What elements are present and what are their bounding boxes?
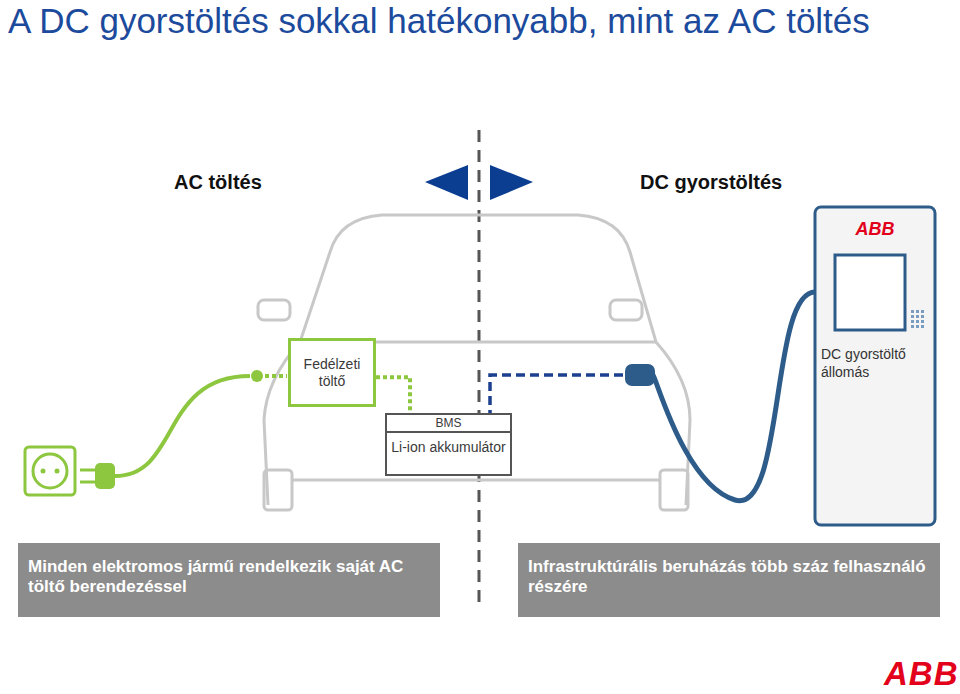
socket-plug: [25, 370, 287, 495]
node-text: ABB: [815, 219, 935, 240]
wire-segment: [653, 292, 815, 501]
node-text: Fedélzeti töltő: [304, 356, 361, 389]
node-text: Minden elektromos jármű rendelkezik sajá…: [28, 557, 403, 596]
ac-link: [376, 377, 410, 413]
car-outline: [258, 215, 690, 510]
text-holder: Fedélzeti töltő: [295, 356, 369, 390]
node-text: BMS: [387, 415, 510, 433]
title: A DC gyorstöltés sokkal hatékonyabb, min…: [8, 2, 888, 40]
wire-segment: [490, 375, 623, 413]
dc-plug: [625, 364, 655, 386]
node-text: Li-ion akkumulátor: [387, 433, 510, 460]
wire-segment: [376, 377, 410, 413]
section-label: AC töltés: [174, 171, 262, 194]
node-text: Infrastruktúrális beruházás több száz fe…: [528, 557, 926, 596]
left-arrow: [425, 165, 468, 200]
battery-box: BMSLi-ion akkumulátor: [385, 413, 512, 476]
station-box: ABB DC gyorstöltő állomás: [815, 207, 935, 525]
charging-station: [815, 207, 935, 525]
right-arrow: [490, 165, 533, 200]
section-label: DC gyorstöltés: [640, 171, 782, 194]
divider-line: [478, 130, 481, 602]
charger-box: Fedélzeti töltő: [288, 338, 376, 407]
logo-text: ABB: [884, 655, 959, 693]
dc-link: [490, 292, 815, 501]
node-text: DC gyorstöltő állomás: [821, 345, 933, 381]
caption-band: Minden elektromos jármű rendelkezik sajá…: [18, 543, 440, 617]
caption-band: Infrastruktúrális beruházás több száz fe…: [518, 543, 940, 617]
